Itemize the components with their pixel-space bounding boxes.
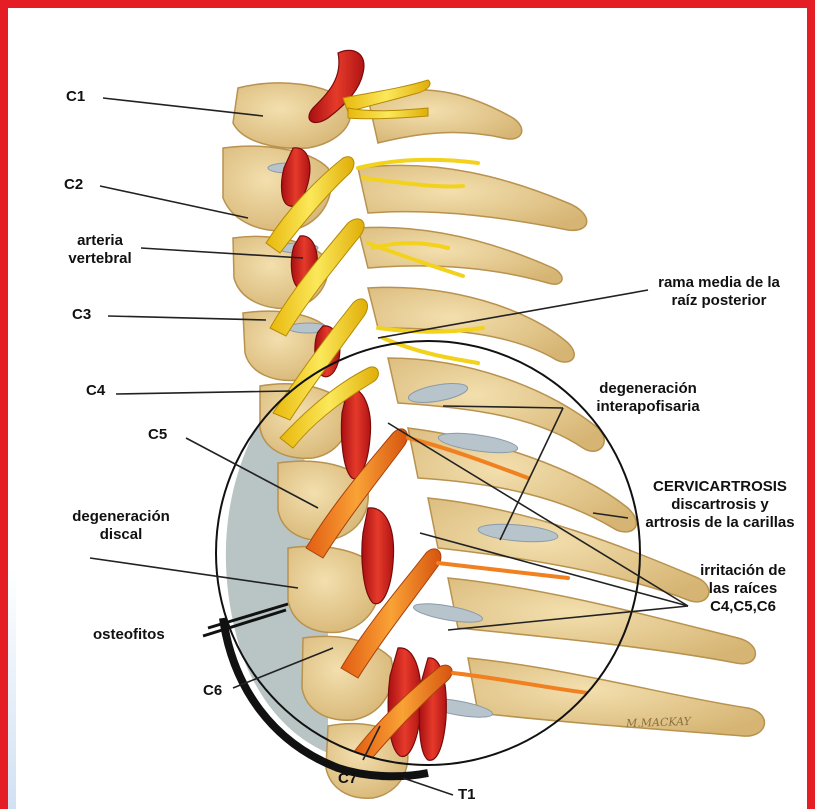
label-arteria-vertebral-line1: arteria [60, 232, 140, 250]
label-cervicartrosis: CERVICARTROSIS discartrosis y artrosis d… [620, 478, 815, 532]
label-c4: C4 [86, 382, 105, 400]
label-degeneracion-interapofisaria-line2: interapofisaria [578, 398, 718, 416]
label-cervicartrosis-line2: discartrosis y [620, 496, 815, 514]
leader-t1 [403, 778, 453, 795]
label-degeneracion-discal: degeneración discal [56, 508, 186, 544]
artist-signature: M.MACKAY [626, 715, 691, 730]
label-cervicartrosis-line3: artrosis de la carillas [620, 514, 815, 532]
label-degeneracion-interapofisaria: degeneración interapofisaria [578, 380, 718, 416]
label-t1: T1 [458, 786, 476, 804]
label-c3: C3 [72, 306, 91, 324]
label-degeneracion-interapofisaria-line1: degeneración [578, 380, 718, 398]
label-arteria-vertebral-line2: vertebral [60, 250, 140, 268]
label-cervicartrosis-line1: CERVICARTROSIS [620, 478, 815, 496]
label-rama-media-line2: raíz posterior [644, 292, 794, 310]
label-arteria-vertebral: arteria vertebral [60, 232, 140, 268]
label-irritacion-line1: irritación de [688, 562, 798, 580]
label-c6: C6 [203, 682, 222, 700]
leader-c3 [108, 316, 266, 320]
label-irritacion-line2: las raíces [688, 580, 798, 598]
label-degeneracion-discal-line2: discal [56, 526, 186, 544]
label-rama-media: rama media de la raíz posterior [644, 274, 794, 310]
label-c7: C7 [338, 770, 357, 788]
label-rama-media-line1: rama media de la [644, 274, 794, 292]
label-c5: C5 [148, 426, 167, 444]
label-osteofitos: osteofitos [93, 626, 165, 644]
label-c1: C1 [66, 88, 85, 106]
label-c2: C2 [64, 176, 83, 194]
label-degeneracion-discal-line1: degeneración [56, 508, 186, 526]
label-irritacion-raices: irritación de las raíces C4,C5,C6 [688, 562, 798, 616]
label-irritacion-line3: C4,C5,C6 [688, 598, 798, 616]
